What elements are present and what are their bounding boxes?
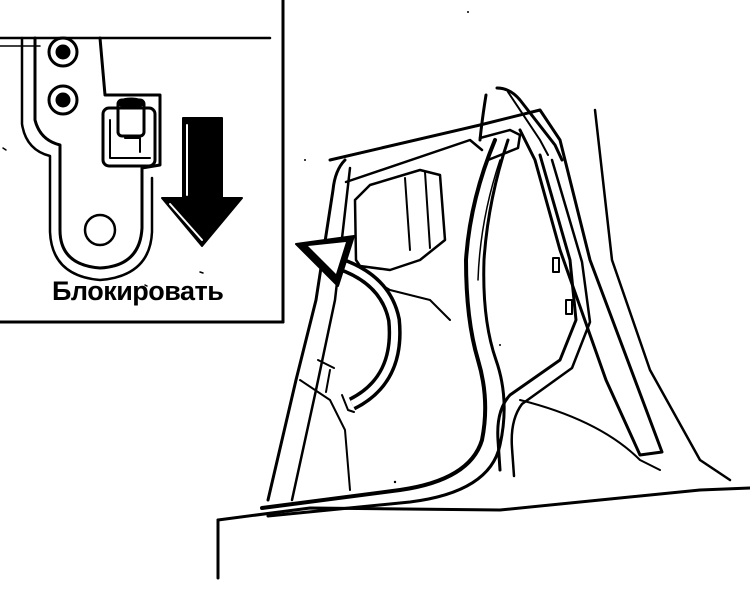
curved-arrow-icon [295, 235, 402, 411]
lock-striker [101, 97, 157, 168]
latch-plate [33, 36, 162, 270]
hinge-arm [260, 138, 497, 510]
down-arrow-icon [161, 117, 243, 247]
bolt-hole-top [47, 36, 79, 68]
bolt-hole-middle [47, 84, 79, 116]
bolt-hole-bottom [83, 213, 117, 247]
inset-panel [0, 0, 285, 324]
lock-label: Блокировать [52, 276, 224, 306]
trunk-illustration [216, 11, 750, 580]
